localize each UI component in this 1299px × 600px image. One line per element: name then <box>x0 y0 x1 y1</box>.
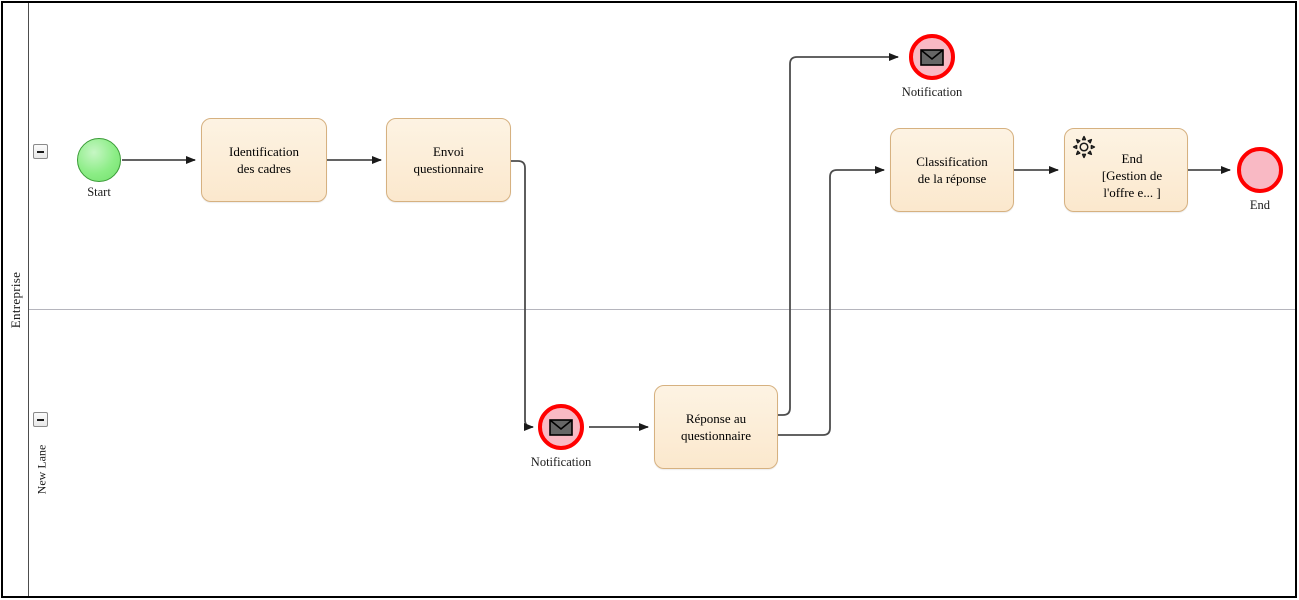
message-end-event-notification-bottom[interactable] <box>538 404 584 450</box>
start-event[interactable] <box>77 138 121 182</box>
lane-collapse-button-entreprise[interactable] <box>33 144 48 159</box>
lane-label-new-lane: New Lane <box>28 434 56 524</box>
envelope-icon <box>920 48 944 66</box>
task-identification-des-cadres-label: Identification des cadres <box>228 144 300 176</box>
message-end-event-notification-top-label: Notification <box>901 85 963 99</box>
lane-divider <box>29 309 1295 310</box>
start-event-label: Start <box>87 185 111 199</box>
task-identification-des-cadres[interactable]: Identification des cadres <box>201 118 327 202</box>
lane-label-new-lane-text: New Lane <box>34 444 49 495</box>
pool-title: Entreprise <box>3 3 29 596</box>
pool-header: Entreprise <box>3 3 29 596</box>
message-end-event-notification-bottom-label: Notification <box>530 455 592 469</box>
task-reponse-au-questionnaire-label: Réponse au questionnaire <box>680 411 752 443</box>
minus-icon <box>37 150 44 153</box>
message-end-event-notification-top[interactable] <box>909 34 955 80</box>
task-envoi-questionnaire-label: Envoi questionnaire <box>413 144 484 176</box>
pool-title-label: Entreprise <box>8 271 24 328</box>
call-activity-end-gestion-de-loffre[interactable]: End [Gestion de l'offre e... ] <box>1064 128 1188 212</box>
end-event[interactable] <box>1237 147 1283 193</box>
task-envoi-questionnaire[interactable]: Envoi questionnaire <box>386 118 511 202</box>
task-classification-de-la-reponse[interactable]: Classification de la réponse <box>890 128 1014 212</box>
minus-icon <box>37 418 44 421</box>
gear-icon <box>1072 135 1096 159</box>
task-classification-de-la-reponse-label: Classification de la réponse <box>916 154 988 186</box>
task-reponse-au-questionnaire[interactable]: Réponse au questionnaire <box>654 385 778 469</box>
end-event-label: End <box>1249 198 1271 212</box>
call-activity-end-label: End [Gestion de l'offre e... ] <box>1101 150 1163 200</box>
envelope-icon <box>549 418 573 436</box>
lane-collapse-button-new-lane[interactable] <box>33 412 48 427</box>
